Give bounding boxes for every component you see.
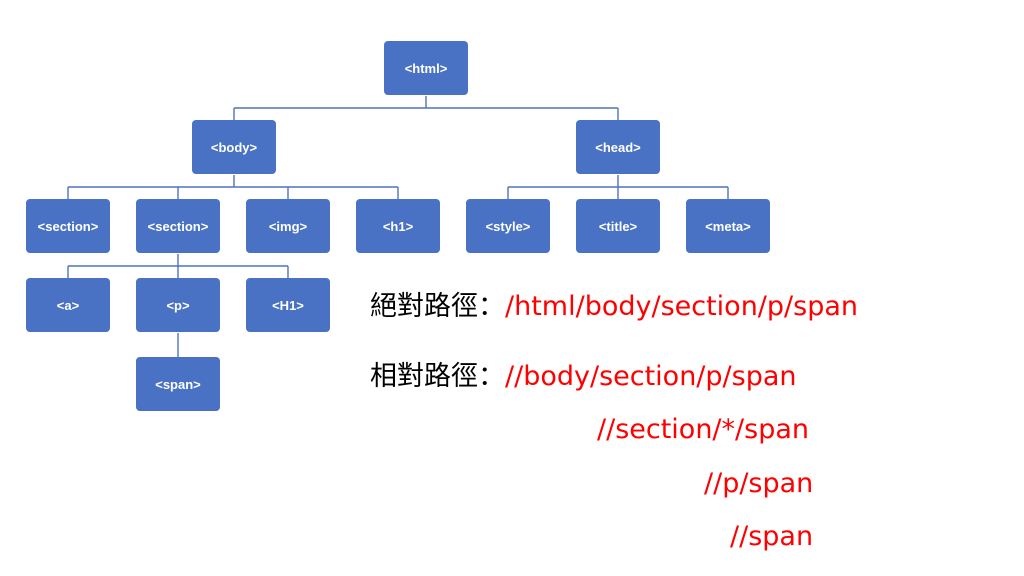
node-html: <html> (384, 41, 468, 95)
connector-body-children (67, 175, 399, 199)
relative-path-value-4: //span (730, 521, 814, 552)
node-section-2: <section> (136, 199, 220, 253)
connector-head-children (507, 175, 729, 199)
node-style: <style> (466, 199, 550, 253)
absolute-path-label: 絕對路徑： (370, 291, 505, 322)
node-title: <title> (576, 199, 660, 253)
node-head: <head> (576, 120, 660, 174)
connector-html-children (233, 96, 619, 120)
node-p: <p> (136, 278, 220, 332)
node-section-1: <section> (26, 199, 110, 253)
connector-section-children (67, 254, 289, 278)
absolute-path-value: /html/body/section/p/span (505, 291, 859, 322)
node-a: <a> (26, 278, 110, 332)
node-body: <body> (192, 120, 276, 174)
node-img: <img> (246, 199, 330, 253)
relative-path-label: 相對路徑： (370, 361, 505, 392)
node-h1: <h1> (356, 199, 440, 253)
absolute-path: 絕對路徑：/html/body/section/p/span (370, 291, 858, 323)
relative-path-value-2: //section/*/span (597, 414, 809, 445)
node-meta: <meta> (686, 199, 770, 253)
relative-path: 相對路徑：//body/section/p/span (370, 361, 797, 393)
node-H1: <H1> (246, 278, 330, 332)
relative-path-value-1: //body/section/p/span (505, 361, 797, 392)
relative-path-value-3: //p/span (704, 468, 814, 499)
node-span: <span> (136, 357, 220, 411)
